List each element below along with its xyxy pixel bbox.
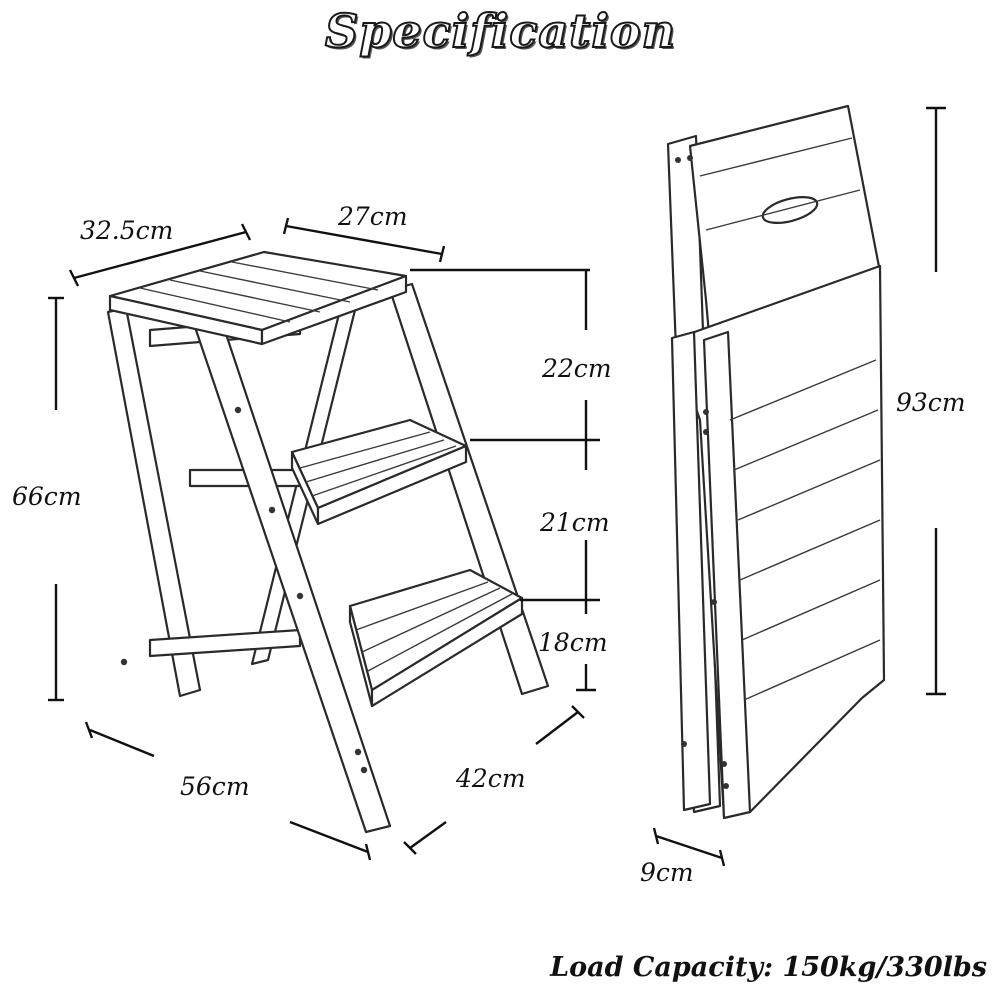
dimension-lines [48, 106, 946, 867]
label-height-total: 66cm [12, 482, 82, 511]
label-depth-top: 32.5cm [80, 216, 174, 245]
middle-step-front [316, 444, 468, 526]
folded-front-stringer [702, 330, 752, 820]
label-folded-height: 93cm [896, 388, 966, 417]
label-step-middle: 21cm [540, 508, 610, 537]
label-folded-thickness: 9cm [640, 858, 694, 887]
folded-step-stool [666, 104, 886, 820]
label-step-top: 22cm [542, 354, 612, 383]
bottom-step-front [370, 596, 524, 708]
label-width-top: 27cm [338, 202, 408, 231]
load-capacity-note: Load Capacity: 150kg/330lbs [550, 952, 987, 983]
front-left-stringer [194, 320, 392, 834]
label-step-bottom: 18cm [538, 628, 608, 657]
open-step-stool [106, 250, 550, 834]
top-seat-edge-side [260, 274, 408, 346]
rear-low-brace [148, 628, 302, 658]
folded-hand-hole [761, 196, 819, 224]
label-base-length: 56cm [180, 772, 250, 801]
folded-front-leg [670, 330, 712, 812]
diagram-title: Specification [324, 3, 677, 59]
label-base-width: 42cm [456, 764, 526, 793]
